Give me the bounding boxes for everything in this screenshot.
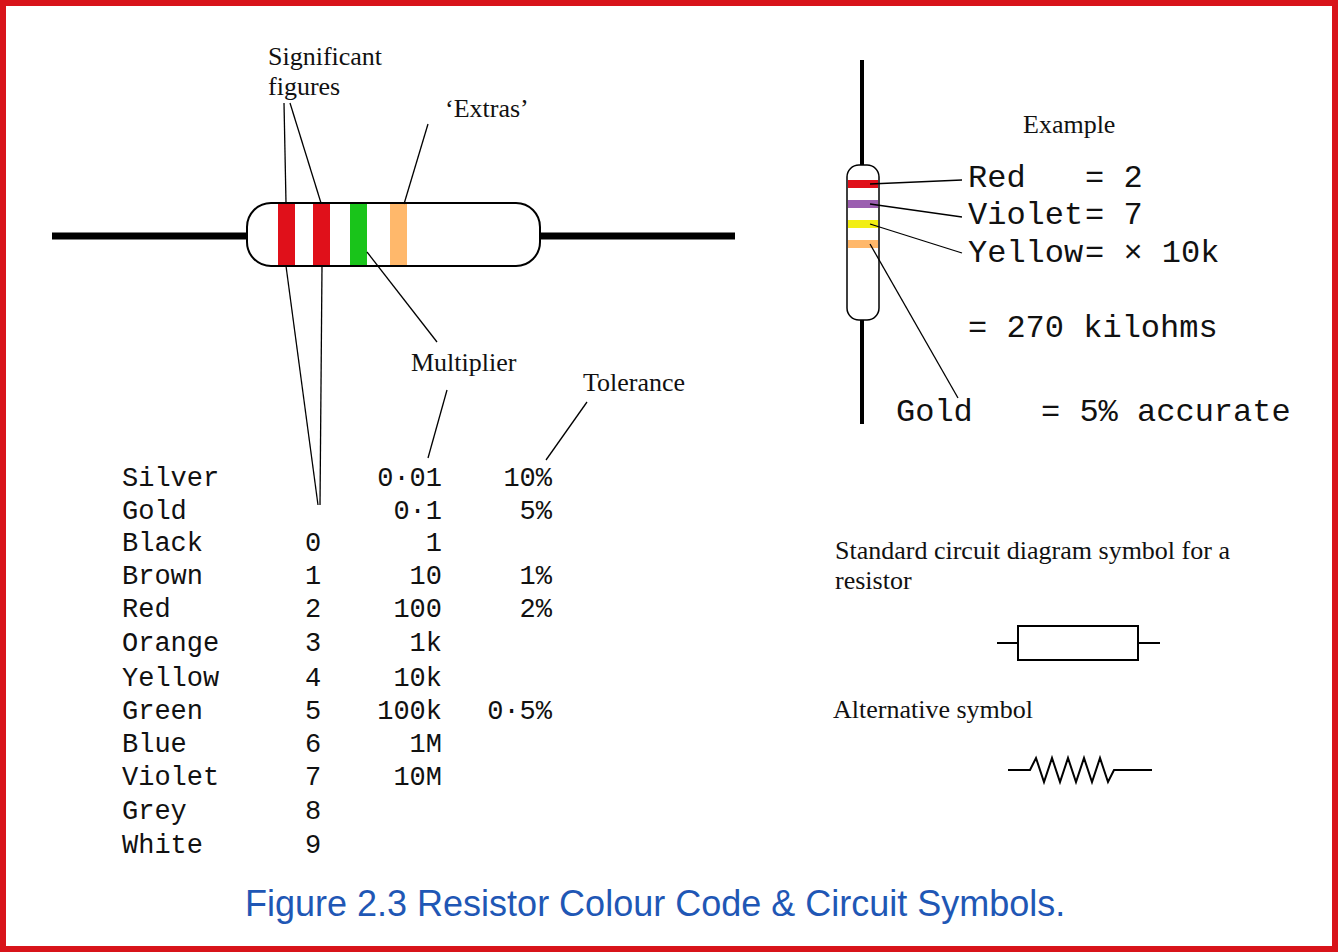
colour-name: Grey [122,799,187,826]
symbol-label: Alternative symbol [833,697,1033,723]
multiplier-value: 100 [393,597,442,624]
example-resistor [847,60,879,424]
example-heading: Example [1023,112,1115,138]
leader-lines [284,103,587,505]
example-colour: Red [968,163,1026,195]
colour-name: Black [122,531,203,558]
callout-label: Tolerance [583,370,685,396]
colour-name: Red [122,597,171,624]
digit-value: 5 [305,699,321,726]
tolerance-value: 2% [520,597,552,624]
colour-name: Gold [122,499,187,526]
digit-value: 0 [305,531,321,558]
digit-value: 7 [305,765,321,792]
example-colour: Yellow [968,238,1083,270]
multiplier-value: 10k [393,666,442,693]
digit-value: 4 [305,666,321,693]
multiplier-value: 1M [410,732,442,759]
symbol-label: Standard circuit diagram symbol for a re… [835,536,1295,596]
example-result: = 270 kilohms [968,313,1218,345]
example-value: = × 10k [1085,238,1219,270]
figure-caption: Figure 2.3 Resistor Colour Code & Circui… [245,886,1065,922]
colour-name: White [122,833,203,860]
example-leaders [870,180,962,398]
colour-name: Orange [122,631,219,658]
multiplier-value: 100k [377,699,442,726]
multiplier-value: 0·1 [393,499,442,526]
multiplier-value: 0·01 [377,466,442,493]
colour-name: Green [122,699,203,726]
multiplier-value: 10M [393,765,442,792]
resistor-drawing [52,203,735,266]
colour-name: Yellow [122,666,219,693]
digit-value: 1 [305,564,321,591]
tolerance-value: 10% [503,466,552,493]
example-value: = 2 [1085,163,1143,195]
example-colour: Gold [896,397,973,429]
callout-label: Significant figures [268,42,418,102]
digit-value: 9 [305,833,321,860]
tolerance-value: 1% [520,564,552,591]
callout-label: Multiplier [411,350,516,376]
multiplier-value: 1k [410,631,442,658]
multiplier-value: 10 [410,564,442,591]
tolerance-value: 5% [520,499,552,526]
colour-name: Silver [122,466,219,493]
digit-value: 2 [305,597,321,624]
callout-label: ‘Extras’ [445,96,529,122]
digit-value: 6 [305,732,321,759]
example-colour: Violet [968,200,1083,232]
multiplier-value: 1 [426,531,442,558]
colour-name: Violet [122,765,219,792]
colour-name: Brown [122,564,203,591]
example-value: = 5% accurate [1041,397,1291,429]
digit-value: 8 [305,799,321,826]
colour-name: Blue [122,732,187,759]
digit-value: 3 [305,631,321,658]
tolerance-value: 0·5% [487,699,552,726]
example-value: = 7 [1085,200,1143,232]
